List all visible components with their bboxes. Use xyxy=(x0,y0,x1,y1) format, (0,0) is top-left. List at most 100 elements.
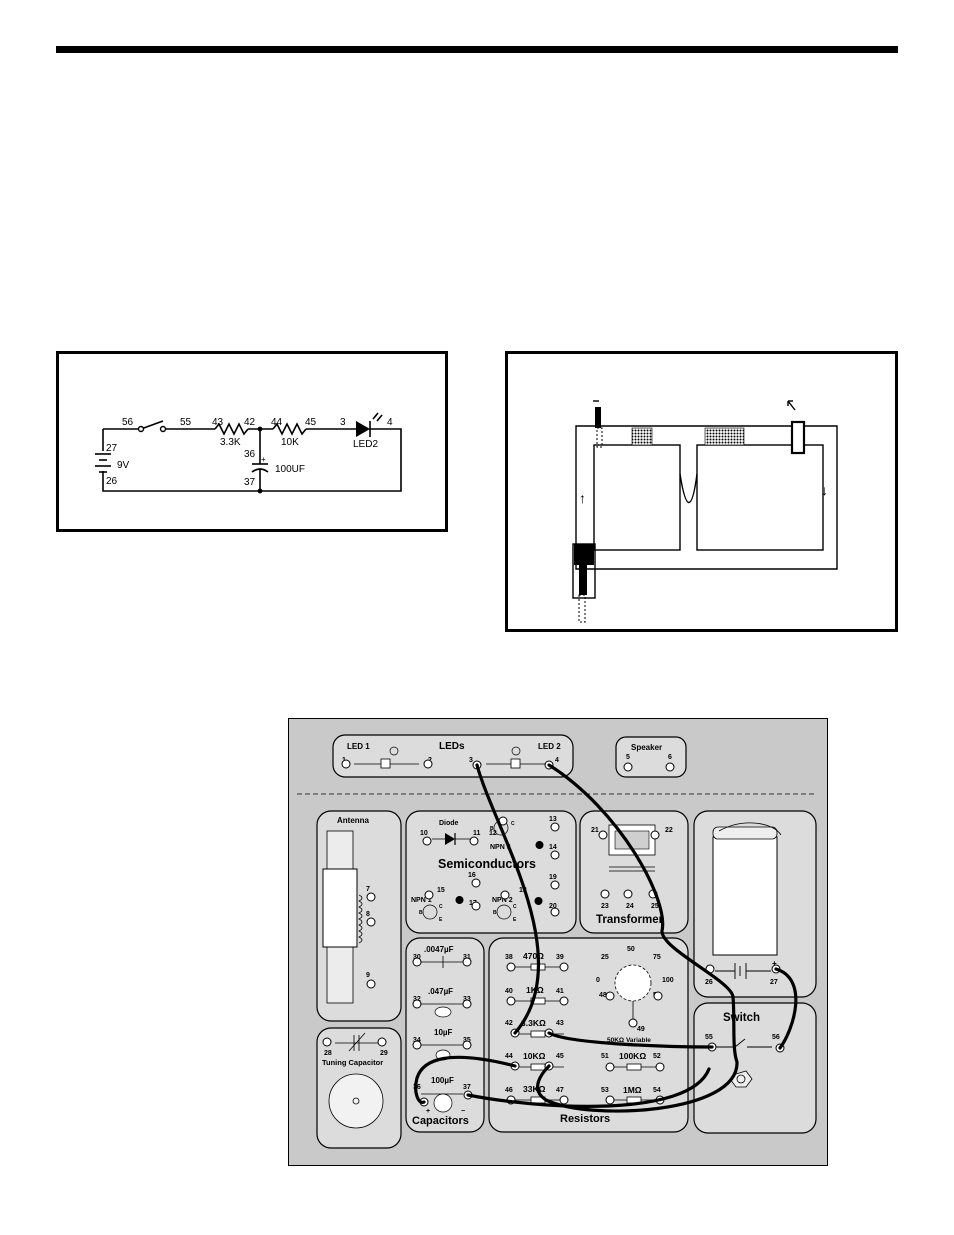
term-35-label: 35 xyxy=(463,1037,471,1044)
term-30-label: 30 xyxy=(413,954,421,961)
arrow-down: ↓ xyxy=(821,482,828,498)
term-42-label: 42 xyxy=(505,1020,513,1027)
term-32-label: 32 xyxy=(413,996,421,1003)
npn1-e: E xyxy=(439,917,443,923)
term-15-label: 15 xyxy=(437,887,445,894)
terminal-pad xyxy=(422,836,432,846)
label-37: 37 xyxy=(244,477,256,488)
terminal-pad xyxy=(550,907,560,917)
npn2-b: B xyxy=(493,910,497,916)
layout-diagram: ↑ ↓ xyxy=(572,400,838,623)
arrow-up: ↑ xyxy=(579,490,586,506)
term-41-label: 41 xyxy=(556,988,564,995)
terminal-pad xyxy=(550,880,560,890)
term-37-label: 37 xyxy=(463,1084,471,1091)
term-48-label: 48 xyxy=(599,992,607,999)
terminal-pad xyxy=(598,830,608,840)
term-14-label: 14 xyxy=(549,844,557,851)
pot-25: 25 xyxy=(601,954,609,961)
pot-75: 75 xyxy=(653,954,661,961)
term-13-label: 13 xyxy=(549,816,557,823)
term-7-label: 7 xyxy=(366,886,370,893)
terminal-pad xyxy=(655,1062,665,1072)
term-16-label: 16 xyxy=(468,872,476,879)
pot-50: 50 xyxy=(627,946,635,953)
terminal-pad xyxy=(424,890,434,900)
leds-title: LEDs xyxy=(439,741,465,752)
pot-0: 0 xyxy=(596,977,600,984)
term-34-label: 34 xyxy=(413,1037,421,1044)
label-10k: 10K xyxy=(281,437,299,448)
term-8-label: 8 xyxy=(366,911,370,918)
label-27: 27 xyxy=(106,443,118,454)
label-44: 44 xyxy=(271,417,283,428)
term-52-label: 52 xyxy=(653,1053,661,1060)
led1-label: LED 1 xyxy=(347,742,370,751)
terminal-pad xyxy=(500,890,510,900)
terminal-pad xyxy=(366,892,376,902)
npn2-c: C xyxy=(513,904,517,910)
terminals xyxy=(322,759,785,1107)
cap-minus: − xyxy=(461,1108,465,1115)
npn3-b: B xyxy=(490,826,494,832)
label-100uf: 100UF xyxy=(275,464,305,475)
terminal-pad xyxy=(600,889,610,899)
cap-047-label: .047µF xyxy=(428,987,453,996)
res-33k-label: 33KΩ xyxy=(523,1084,546,1094)
term-47-label: 47 xyxy=(556,1087,564,1094)
term-33-label: 33 xyxy=(463,996,471,1003)
npn2-e: E xyxy=(513,917,517,923)
term-9-label: 9 xyxy=(366,972,370,979)
speaker-title: Speaker xyxy=(631,743,662,752)
board-drawing: LED 1 LED 2 LEDs 1 2 3 4 Speaker 5 6 Ant… xyxy=(297,734,817,1149)
label-cap-plus: + xyxy=(261,455,266,464)
terminal-pad xyxy=(366,917,376,927)
term-23-label: 23 xyxy=(601,903,609,910)
terminal-pad xyxy=(423,759,433,769)
npn2-label: NPN 2 xyxy=(492,897,513,904)
label-3.3k: 3.3K xyxy=(220,437,241,448)
term-38-label: 38 xyxy=(505,954,513,961)
terminal-pad xyxy=(462,999,472,1009)
term-25-label: 25 xyxy=(651,903,659,910)
term-5-label: 5 xyxy=(626,754,630,761)
cap-plus: + xyxy=(426,1108,430,1115)
npn3-c: C xyxy=(511,821,515,827)
term-27-label: 27 xyxy=(770,979,778,986)
cap-0047-label: .0047µF xyxy=(424,945,454,954)
term-6-label: 6 xyxy=(668,754,672,761)
led2-label: LED 2 xyxy=(538,742,561,751)
terminal-pad xyxy=(506,962,516,972)
term-53-label: 53 xyxy=(601,1087,609,1094)
label-55: 55 xyxy=(180,417,192,428)
term-45-label: 45 xyxy=(556,1053,564,1060)
schematic-panel: 56 55 43 42 3.3K 44 45 10K 3 4 LED2 36 +… xyxy=(56,351,448,532)
antenna-title: Antenna xyxy=(337,816,370,825)
pot-caption: 50KΩ Variable xyxy=(607,1037,651,1044)
terminal-pad xyxy=(462,957,472,967)
terminal-pad xyxy=(628,1018,638,1028)
npn1-c: C xyxy=(439,904,443,910)
label-4: 4 xyxy=(387,417,393,428)
terminal-pad xyxy=(559,1095,569,1105)
res-1m-label: 1MΩ xyxy=(623,1085,642,1095)
terminal-pad xyxy=(322,1037,332,1047)
term-43-label: 43 xyxy=(556,1020,564,1027)
term-46-label: 46 xyxy=(505,1087,513,1094)
term-11-label: 11 xyxy=(473,830,481,837)
term-20-label: 20 xyxy=(549,903,557,910)
term-40-label: 40 xyxy=(505,988,513,995)
term-31-label: 31 xyxy=(463,954,471,961)
terminal-pad xyxy=(605,1062,615,1072)
term-56-label: 56 xyxy=(772,1034,780,1041)
terminal-pad xyxy=(412,1040,422,1050)
term-22-label: 22 xyxy=(665,827,673,834)
switch-title: Switch xyxy=(723,1012,760,1024)
label-42: 42 xyxy=(244,417,256,428)
term-51-label: 51 xyxy=(601,1053,609,1060)
terminal-pad xyxy=(605,1095,615,1105)
term-24-label: 24 xyxy=(626,903,634,910)
term-10-label: 10 xyxy=(420,830,428,837)
res-100k-label: 100KΩ xyxy=(619,1051,646,1061)
terminal-pad xyxy=(506,996,516,1006)
